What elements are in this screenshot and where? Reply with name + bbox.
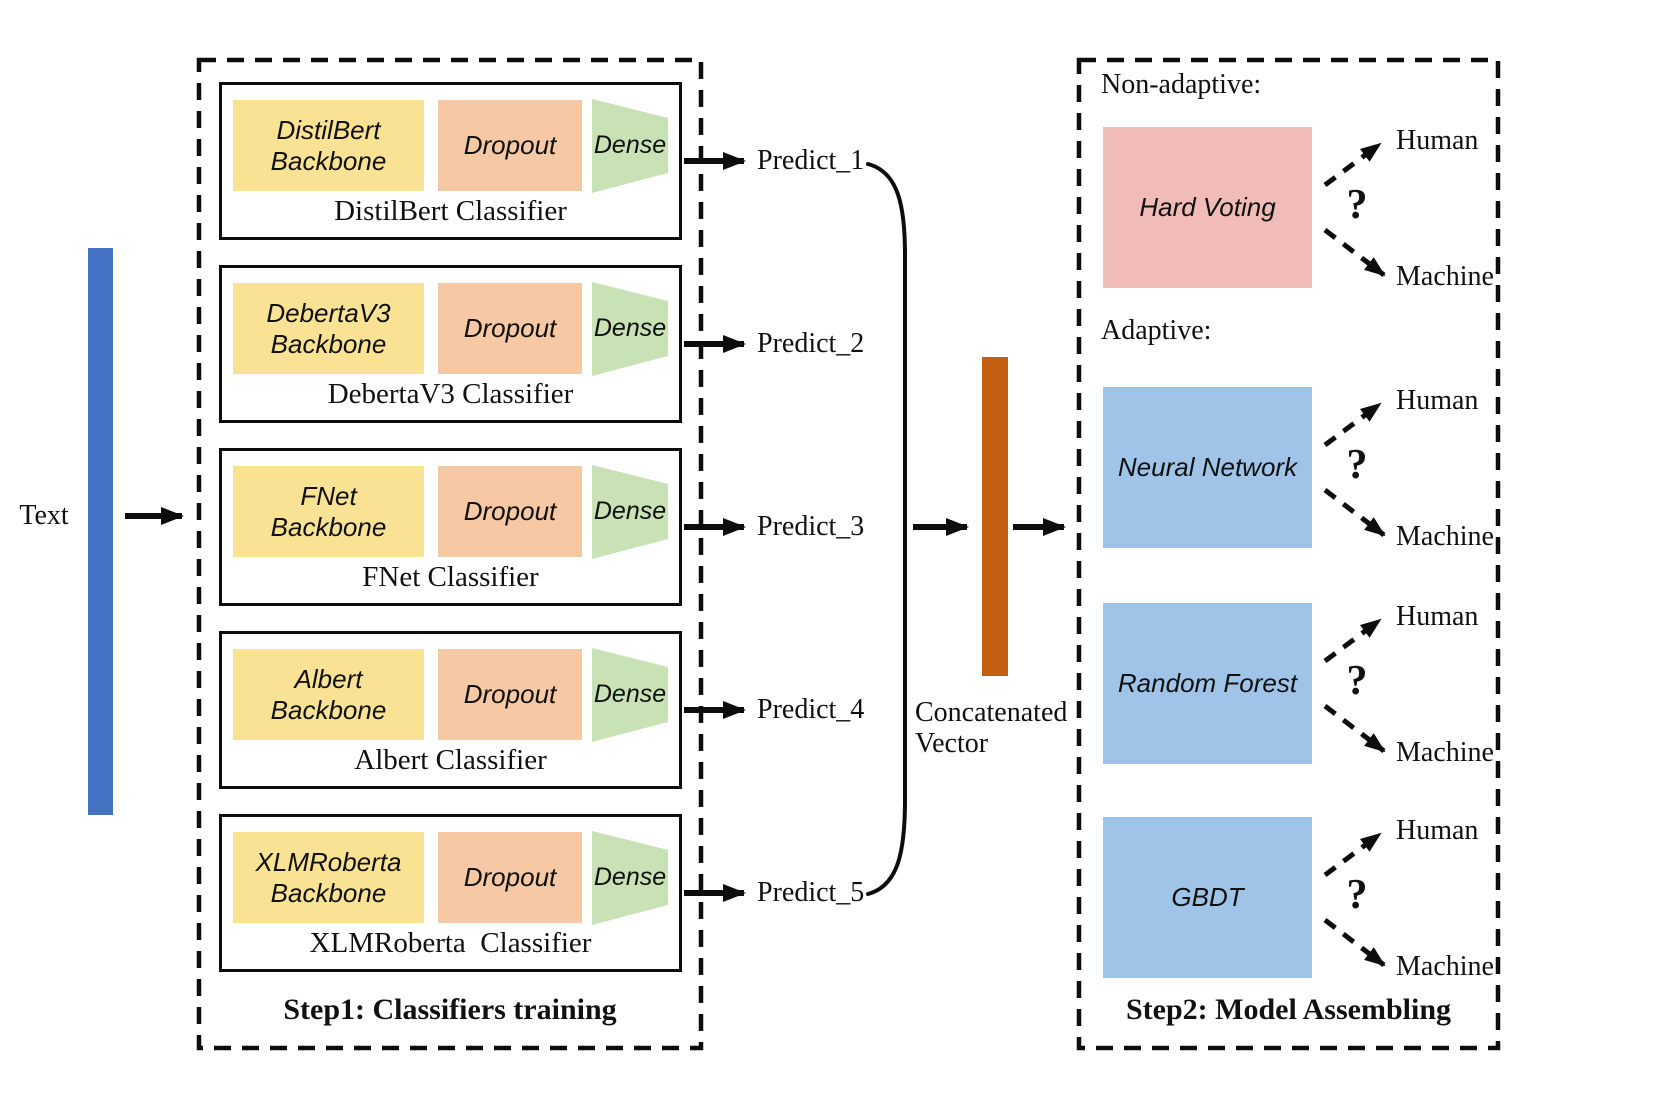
step2-title: Step2: Model Assembling xyxy=(1125,993,1452,1026)
dropout-box: Dropout xyxy=(438,832,582,923)
classifier-caption: DistilBert Classifier xyxy=(334,195,567,227)
step1-title: Step1: Classifiers training xyxy=(283,993,617,1026)
dense-trapezoid xyxy=(592,648,668,742)
dense-label: Dense xyxy=(593,130,667,159)
question-mark: ? xyxy=(1346,182,1368,228)
backbone-word: Backbone xyxy=(270,328,387,359)
concat-vector-label-line1: Concatenated xyxy=(915,697,1068,728)
hard-voting-arrow-human xyxy=(1323,141,1382,188)
step2-dashed-border xyxy=(1076,57,1501,1051)
dense-label: Dense xyxy=(593,496,667,525)
backbone-name: Albert xyxy=(294,663,363,694)
gbdt-arrow-human xyxy=(1323,831,1382,878)
dropout-box: Dropout xyxy=(438,466,582,557)
neural-network-arrow-human xyxy=(1323,401,1382,448)
predict-label-3: Predict_3 xyxy=(757,511,865,542)
human-label: Human xyxy=(1396,601,1479,632)
backbone-name: XLMRoberta xyxy=(255,846,402,877)
classifier-box-debertav3: DebertaV3 Backbone Dropout Dense Deberta… xyxy=(219,265,682,423)
backbone-box: DistilBert Backbone xyxy=(233,100,424,191)
machine-label: Machine xyxy=(1396,261,1494,292)
backbone-word: Backbone xyxy=(270,145,387,176)
classifier-caption: Albert Classifier xyxy=(354,744,547,776)
backbone-box: Albert Backbone xyxy=(233,649,424,740)
dense-label: Dense xyxy=(593,313,667,342)
dropout-box: Dropout xyxy=(438,283,582,374)
random-forest-box: Random Forest xyxy=(1103,603,1312,764)
concat-vector-label: Concatenated Vector xyxy=(915,697,1067,759)
step1-dashed-border xyxy=(196,57,704,1051)
concat-bracket xyxy=(866,162,907,896)
backbone-word: Backbone xyxy=(270,694,387,725)
predict-label-5: Predict_5 xyxy=(757,877,865,908)
classifier-caption: DebertaV3 Classifier xyxy=(327,378,574,410)
dense-trapezoid xyxy=(592,465,668,559)
backbone-name: FNet xyxy=(300,480,357,511)
random-forest-arrow-human xyxy=(1323,617,1382,664)
ensemble-row-neural-network: Neural Network ? Human Machine xyxy=(1103,385,1503,552)
hard-voting-arrow-machine xyxy=(1323,228,1386,277)
concat-vector-bar xyxy=(982,357,1008,676)
hard-voting-box: Hard Voting xyxy=(1103,127,1312,288)
dense-label: Dense xyxy=(593,679,667,708)
backbone-box: XLMRoberta Backbone xyxy=(233,832,424,923)
classifier-box-albert: Albert Backbone Dropout Dense Albert Cla… xyxy=(219,631,682,789)
gbdt-arrow-machine xyxy=(1323,918,1386,967)
machine-label: Machine xyxy=(1396,737,1494,768)
question-mark: ? xyxy=(1346,658,1368,704)
predict-label-4: Predict_4 xyxy=(757,694,865,725)
classifier-box-fnet: FNet Backbone Dropout Dense FNet Classif… xyxy=(219,448,682,606)
dense-label: Dense xyxy=(593,862,667,891)
neural-network-box: Neural Network xyxy=(1103,387,1312,548)
machine-label: Machine xyxy=(1396,521,1494,552)
concat-vector-label-line2: Vector xyxy=(915,728,989,759)
dense-trapezoid xyxy=(592,99,668,193)
dense-trapezoid xyxy=(592,282,668,376)
input-text-bar xyxy=(88,248,113,815)
classifier-caption: FNet Classifier xyxy=(362,561,539,593)
backbone-word: Backbone xyxy=(270,877,387,908)
adaptive-label: Adaptive: xyxy=(1101,315,1212,346)
random-forest-arrow-machine xyxy=(1323,704,1386,753)
human-label: Human xyxy=(1396,125,1479,156)
question-mark: ? xyxy=(1346,442,1368,488)
classifier-box-xlmroberta: XLMRoberta Backbone Dropout Dense XLMRob… xyxy=(219,814,682,972)
ensemble-row-random-forest: Random Forest ? Human Machine xyxy=(1103,601,1503,768)
dense-trapezoid xyxy=(592,831,668,925)
dropout-box: Dropout xyxy=(438,649,582,740)
dropout-box: Dropout xyxy=(438,100,582,191)
ensemble-row-hard-voting: Hard Voting ? Human Machine xyxy=(1103,125,1503,292)
predict-label-1: Predict_1 xyxy=(757,145,865,176)
backbone-name: DistilBert xyxy=(276,114,381,145)
classifier-caption: XLMRoberta Classifier xyxy=(309,927,592,959)
backbone-word: Backbone xyxy=(270,511,387,542)
input-text-label: Text xyxy=(19,500,69,531)
question-mark: ? xyxy=(1346,872,1368,918)
gbdt-box: GBDT xyxy=(1103,817,1312,978)
machine-label: Machine xyxy=(1396,951,1494,982)
ensemble-row-gbdt: GBDT ? Human Machine xyxy=(1103,815,1503,982)
classifier-box-distilbert: DistilBert Backbone Dropout Dense Distil… xyxy=(219,82,682,240)
human-label: Human xyxy=(1396,815,1479,846)
backbone-box: DebertaV3 Backbone xyxy=(233,283,424,374)
predict-label-2: Predict_2 xyxy=(757,328,865,359)
non-adaptive-label: Non-adaptive: xyxy=(1101,69,1262,100)
backbone-box: FNet Backbone xyxy=(233,466,424,557)
neural-network-arrow-machine xyxy=(1323,488,1386,537)
backbone-name: DebertaV3 xyxy=(266,297,391,328)
human-label: Human xyxy=(1396,385,1479,416)
